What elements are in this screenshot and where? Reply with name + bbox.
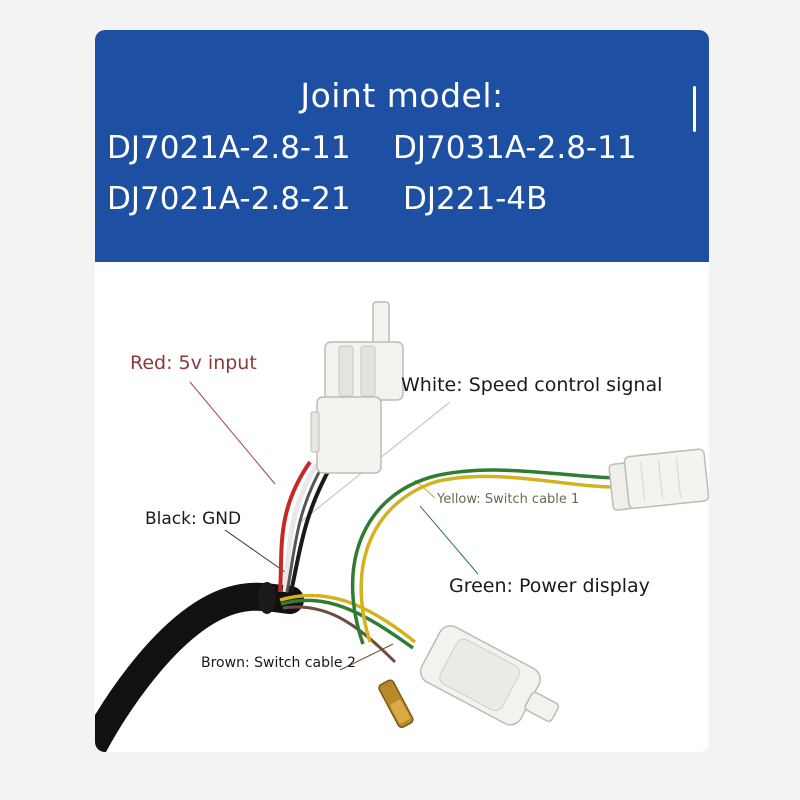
white-wire-outline bbox=[285, 464, 325, 593]
green-wire-upper bbox=[350, 468, 618, 645]
green-wire-label: Green: Power display bbox=[449, 575, 650, 597]
yellow-wire-lower bbox=[279, 593, 417, 644]
black-leader-line bbox=[224, 529, 286, 573]
model-name: DJ221-4B bbox=[403, 181, 548, 217]
yellow-wire-upper bbox=[359, 474, 616, 643]
banner-title: Joint model: bbox=[300, 76, 504, 115]
red-wire bbox=[278, 460, 312, 593]
right-connector bbox=[608, 448, 709, 511]
red-leader-line bbox=[189, 381, 276, 485]
top-connector bbox=[310, 301, 404, 474]
wiring-photo: Red: 5v input White: Speed control signa… bbox=[95, 262, 709, 752]
yellow-wire-label: Yellow: Switch cable 1 bbox=[437, 492, 580, 507]
white-wire-label: White: Speed control signal bbox=[401, 374, 663, 396]
model-name: DJ7031A-2.8-11 bbox=[393, 130, 637, 166]
spade-terminal bbox=[378, 679, 414, 729]
model-name: DJ7021A-2.8-11 bbox=[107, 130, 351, 166]
model-name: DJ7021A-2.8-21 bbox=[107, 181, 351, 217]
brown-wire-label: Brown: Switch cable 2 bbox=[201, 655, 356, 671]
green-leader-line bbox=[419, 505, 479, 575]
black-wire-label: Black: GND bbox=[145, 509, 242, 529]
main-cable bbox=[95, 582, 304, 752]
product-card: Joint model: DJ7021A-2.8-11 DJ7031A-2.8-… bbox=[95, 30, 709, 752]
wiring-illustration bbox=[95, 301, 709, 752]
brown-wire bbox=[282, 605, 397, 664]
green-wire-lower bbox=[280, 598, 415, 650]
red-wire-label: Red: 5v input bbox=[130, 352, 257, 374]
header-banner: Joint model: DJ7021A-2.8-11 DJ7031A-2.8-… bbox=[95, 30, 709, 262]
white-wire bbox=[282, 462, 320, 593]
cable-end bbox=[258, 582, 276, 614]
black-wire bbox=[289, 465, 333, 593]
scroll-indicator[interactable] bbox=[693, 86, 696, 132]
lower-connector bbox=[419, 625, 560, 726]
brown-leader-line bbox=[339, 643, 394, 671]
